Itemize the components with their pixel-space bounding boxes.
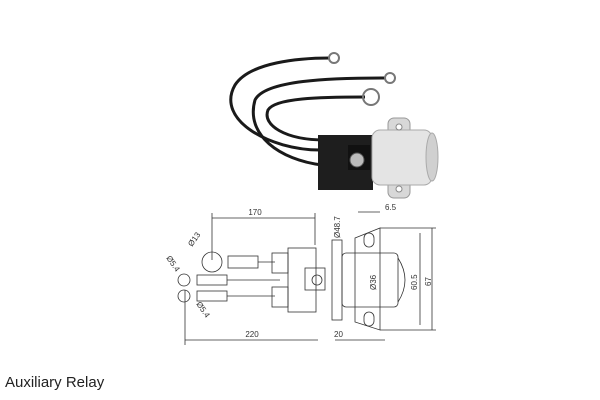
- dim-lug-5-4-a: Ø5.4: [164, 254, 182, 274]
- dim-67: 67: [424, 277, 433, 286]
- dim-20: 20: [334, 330, 343, 339]
- dim-flange-dia: Ø48.7: [333, 216, 342, 238]
- dim-lug-5-4-b: Ø5.4: [194, 300, 212, 320]
- relay-body: [318, 117, 439, 199]
- dim-body-dia: Ø36: [369, 274, 378, 290]
- product-caption: Auxiliary Relay: [5, 374, 105, 391]
- dim-220: 220: [245, 330, 259, 339]
- dim-6-5: 6.5: [385, 203, 397, 212]
- dim-lug-13: Ø13: [186, 230, 202, 248]
- ring-terminals: [328, 52, 396, 106]
- dim-170: 170: [248, 208, 262, 217]
- cable-wires: [229, 56, 386, 167]
- dim-60-5: 60.5: [410, 274, 419, 290]
